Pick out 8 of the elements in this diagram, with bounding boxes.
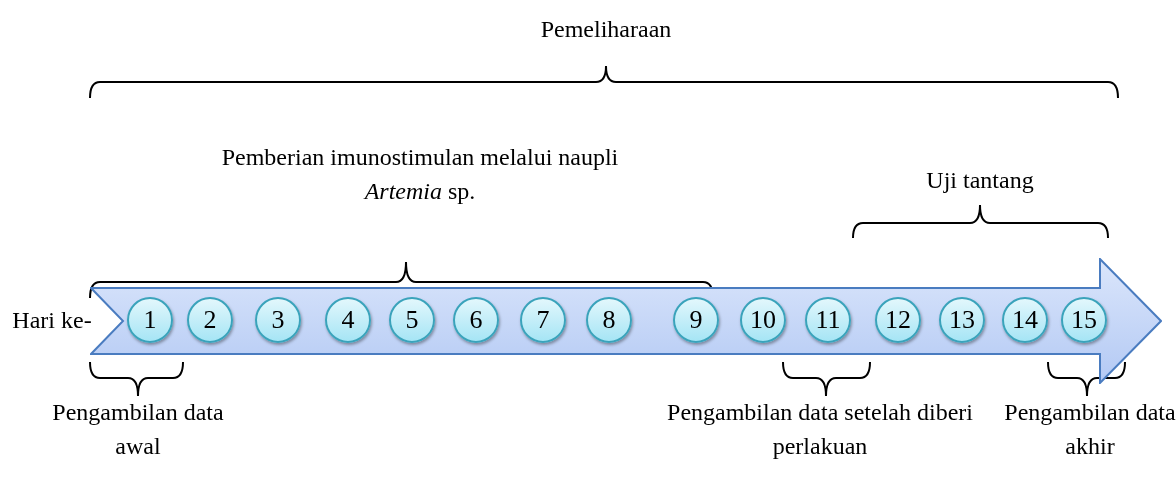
timeline-arrow [90, 258, 1162, 384]
label-text: Uji tantang [925, 166, 1035, 195]
label-text: Pengambilan data awal [51, 398, 225, 461]
label-text: Pengambilan data setelah diberi perlakuan [666, 398, 974, 461]
label-text: Pemeliharaan [539, 15, 673, 44]
label-text: Pengambilan data akhir [1003, 398, 1176, 461]
label-text: Hari ke- [11, 306, 93, 335]
label-text: Pemberian imunostimulan melalui naupli Artemia sp. [220, 143, 620, 206]
